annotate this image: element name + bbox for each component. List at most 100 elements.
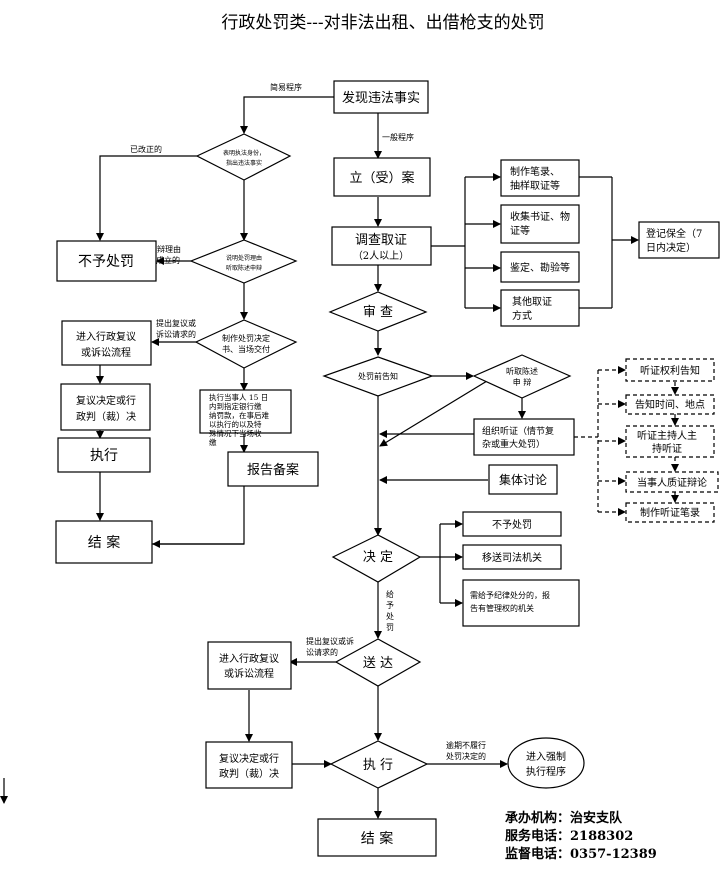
node-evidence-other-line1: 其他取证: [512, 295, 552, 308]
give-penalty-char3: 处: [386, 611, 394, 621]
node-preserve-line2: 日内决定）: [646, 241, 696, 254]
node-transfer-label: 移送司法机关: [482, 551, 542, 564]
node-enforce-line1: 进入强制: [526, 750, 566, 763]
node-evidence-docs: 收集书证、物 证等: [500, 204, 580, 244]
hearing-step-host-line2: 持听证: [652, 442, 682, 455]
contact-info: 承办机构：治安支队 服务电话：2188302 监督电话：0357-12389: [505, 810, 657, 862]
hearing-step-time: 告知时间、地点: [635, 398, 705, 411]
node-pay-fine-line5: 殊情况下当场收: [209, 428, 262, 438]
edge-label-give-penalty: 给 予 处 罚: [386, 589, 394, 632]
node-no-penalty-left-label: 不予处罚: [78, 254, 134, 270]
node-end-left: 结 案: [55, 520, 153, 564]
node-evidence-appraisal-label: 鉴定、勘验等: [510, 261, 570, 274]
node-evidence-record: 制作笔录、 抽样取证等: [500, 159, 580, 197]
give-penalty-char4: 罚: [386, 623, 394, 632]
node-make-decision-line1: 制作处罚决定: [222, 333, 270, 343]
node-show-id-line2: 指出违法事实: [226, 159, 262, 167]
node-report: 报告备案: [227, 451, 319, 487]
node-reconsider-right-line1: 进入行政复议: [219, 652, 279, 665]
edge-label-defense-line2: 成立的: [156, 255, 180, 265]
node-hearing-line2: 杂或重大处罚）: [482, 438, 545, 450]
node-make-decision: 制作处罚决定 书、当场交付: [194, 319, 298, 369]
node-verdict-left-line1: 复议决定或行: [76, 394, 136, 407]
edge-label-review-r-line1: 提出复议或诉: [306, 636, 354, 646]
node-evidence-record-line1: 制作笔录、: [510, 165, 560, 178]
hearing-step-rights: 听证权利告知: [640, 364, 700, 377]
node-reconsider-right: 进入行政复议 或诉讼流程: [207, 641, 292, 690]
node-make-decision-line2: 书、当场交付: [222, 344, 270, 354]
node-evidence-record-line2: 抽样取证等: [510, 179, 560, 192]
node-review: 审 查: [328, 291, 428, 332]
node-discipline-line1: 需给予纪律处分的，报: [470, 590, 550, 600]
node-pay-fine-line4: 以执行的以及特: [209, 419, 262, 429]
connectors: [0, 96, 679, 819]
node-verdict-left-line2: 政判（裁）决: [76, 410, 136, 423]
node-pay-fine-line3: 纳罚款，在事后难: [209, 410, 269, 420]
node-evidence-other-line2: 方式: [512, 309, 532, 322]
node-preserve: 登记保全（7 日内决定）: [638, 221, 720, 259]
node-investigate-line1: 调查取证: [355, 233, 407, 248]
node-end-main: 结 案: [317, 818, 437, 857]
node-end-main-label: 结 案: [361, 830, 393, 847]
hearing-step-debate: 当事人质证辩论: [637, 476, 707, 489]
node-file-case-label: 立（受）案: [349, 171, 414, 186]
node-discipline: 需给予纪律处分的，报 告有管理权的机关: [462, 579, 580, 627]
node-investigate: 调查取证 （2人以上）: [331, 226, 432, 266]
node-hearing-line1: 组织听证（情节复: [482, 425, 554, 437]
info-service-phone: 服务电话：2188302: [505, 828, 633, 844]
node-execute-main-label: 执 行: [363, 758, 393, 773]
node-no-penalty-right: 不予处罚: [462, 511, 562, 537]
node-collective-label: 集体讨论: [499, 472, 547, 487]
info-agency: 承办机构：治安支队: [505, 810, 623, 826]
node-investigate-line2: （2人以上）: [353, 250, 409, 262]
edge-label-overdue-line2: 处罚决定的: [446, 751, 486, 761]
node-explain-line2: 听取陈述申辩: [226, 264, 262, 272]
edge-label-defense-line1: 申辩理由: [149, 244, 181, 254]
hearing-step-host-line1: 听证主持人主: [637, 429, 697, 442]
node-deliver: 送 达: [334, 638, 422, 687]
give-penalty-char2: 予: [386, 601, 394, 610]
node-collective: 集体讨论: [488, 464, 558, 495]
node-reconsider-left-line2: 或诉讼流程: [81, 346, 131, 359]
edge-label-review-l-line2: 诉讼请求的: [156, 329, 196, 339]
node-verdict-right-line1: 复议决定或行: [219, 752, 279, 765]
info-supervise-phone: 监督电话：0357-12389: [505, 846, 657, 862]
node-decide-label: 决 定: [363, 550, 393, 565]
node-pay-fine-line1: 执行当事人 15 日: [209, 392, 268, 402]
edge-label-general: 一般程序: [382, 132, 414, 142]
node-execute-left-label: 执行: [90, 448, 118, 464]
edge-label-simple: 简易程序: [270, 82, 302, 92]
node-reconsider-right-line2: 或诉讼流程: [224, 667, 274, 680]
node-discipline-line2: 告有管理权的机关: [470, 603, 534, 613]
hearing-steps: 听证权利告知 告知时间、地点 听证主持人主 持听证 当事人质证辩论 制作听证笔录: [625, 358, 719, 523]
node-preserve-line1: 登记保全（7: [646, 227, 702, 240]
edge-label-corrected: 已改正的: [130, 144, 162, 154]
node-reconsider-left-line1: 进入行政复议: [76, 330, 136, 343]
edge-label-review-l-line1: 提出复议或: [156, 318, 196, 328]
node-pay-fine-line6: 缴: [209, 437, 217, 447]
edge-label-review-r-line2: 讼请求的: [306, 647, 338, 657]
give-penalty-char1: 给: [386, 589, 394, 599]
node-evidence-docs-line2: 证等: [510, 224, 530, 237]
node-reconsider-left: 进入行政复议 或诉讼流程: [61, 320, 152, 366]
hearing-step-record: 制作听证笔录: [640, 506, 700, 519]
edge-label-overdue-line1: 逾期不履行: [446, 740, 486, 750]
node-enforce-line2: 执行程序: [526, 765, 566, 778]
node-pay-fine-line2: 内到指定银行缴: [209, 401, 262, 411]
page-title: 行政处罚类---对非法出租、出借枪支的处罚: [221, 13, 544, 33]
node-notify: 处罚前告知: [322, 356, 434, 397]
node-decide: 决 定: [331, 534, 422, 583]
node-show-id: 表明执法身份， 指出违法事实: [195, 133, 292, 181]
node-report-label: 报告备案: [247, 462, 299, 478]
node-evidence-other: 其他取证 方式: [500, 289, 580, 327]
node-explain-line1: 说明处罚理由: [226, 254, 262, 262]
node-end-left-label: 结 案: [88, 534, 120, 551]
node-hear-line2: 申 辩: [513, 377, 532, 387]
node-notify-label: 处罚前告知: [358, 371, 398, 381]
node-hear-statement: 听取陈述 申 辩: [472, 354, 572, 399]
node-explain: 说明处罚理由 听取陈述申辩: [189, 239, 298, 284]
node-deliver-label: 送 达: [363, 656, 393, 671]
node-show-id-line1: 表明执法身份，: [223, 149, 265, 157]
node-transfer: 移送司法机关: [462, 544, 562, 570]
node-verdict-left: 复议决定或行 政判（裁）决: [60, 383, 151, 431]
